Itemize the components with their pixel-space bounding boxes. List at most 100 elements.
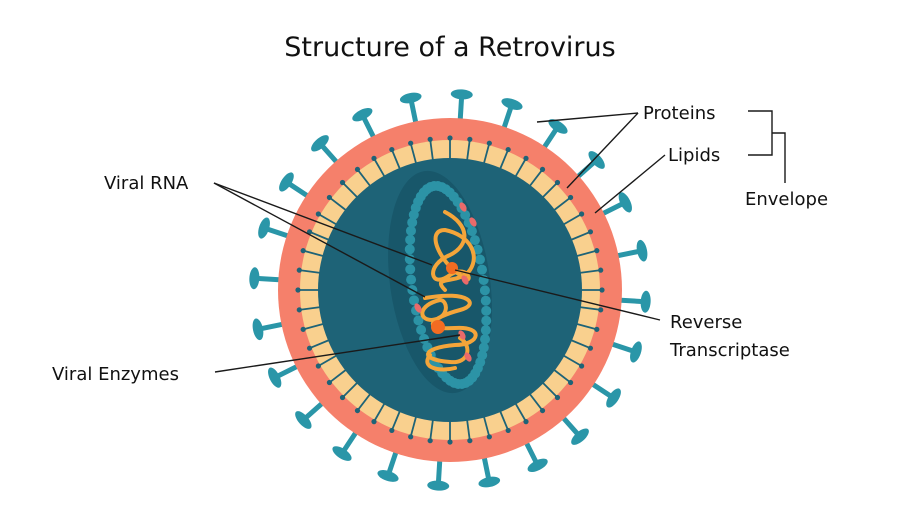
- lipid-stalk: [482, 142, 491, 165]
- lipid-stalk: [309, 338, 331, 349]
- lipid-stalk: [302, 322, 325, 331]
- spike-head: [427, 480, 450, 491]
- small-enzyme: [458, 330, 466, 340]
- lipid-stalks: [295, 135, 605, 445]
- lipid-head: [315, 211, 321, 217]
- lipid-head: [315, 363, 321, 369]
- spike-head: [279, 172, 294, 192]
- lipid-head: [587, 345, 594, 351]
- lipid-stalk: [317, 354, 338, 367]
- lipid-stalk: [299, 269, 322, 274]
- lipid-head: [447, 439, 453, 445]
- lipid-stalk: [578, 269, 601, 274]
- capsid-bead: [474, 254, 485, 265]
- lipid-head: [539, 166, 546, 173]
- lipid-stalk: [466, 418, 471, 441]
- lipid-stalk: [391, 149, 402, 171]
- lipid-head: [371, 419, 377, 425]
- lipid-stalk: [482, 415, 491, 438]
- lipid-stalk: [299, 306, 322, 311]
- small-enzyme: [464, 352, 472, 362]
- label-viral-rna: Viral RNA: [104, 173, 189, 194]
- spike-head: [630, 341, 642, 363]
- lipid-head: [579, 363, 585, 369]
- capsid-bead: [416, 324, 427, 335]
- lipid-head: [300, 248, 306, 254]
- spike-head: [295, 411, 312, 429]
- spike-head: [249, 267, 260, 290]
- virus-particle: [249, 89, 651, 491]
- lipid-head: [567, 379, 574, 386]
- capsid-bead: [404, 244, 415, 255]
- lipid-stalk: [302, 249, 325, 258]
- lipid-head: [339, 394, 346, 401]
- lipid-stalk: [409, 415, 418, 438]
- spike-head: [450, 89, 473, 100]
- capsid-bead: [480, 295, 491, 306]
- viral-enzyme: [431, 320, 445, 334]
- spike-head: [501, 98, 523, 110]
- lipid-stalk: [409, 142, 418, 165]
- spike-head: [588, 151, 605, 169]
- lipid-stalk: [541, 381, 559, 399]
- spike-head: [332, 446, 352, 461]
- small-enzyme: [459, 202, 467, 212]
- lipid-stalk: [578, 306, 601, 311]
- spike-head: [311, 135, 329, 152]
- spike-head: [478, 476, 501, 488]
- leader-lines: [213, 110, 786, 373]
- spike-head: [352, 108, 373, 122]
- lipid-stalk: [328, 196, 348, 212]
- lipid-head: [354, 407, 361, 414]
- reverse-transcriptase-leader: [454, 269, 661, 321]
- capsid-bead: [481, 305, 492, 316]
- lipid-head: [594, 248, 600, 254]
- label-transcriptase: Transcriptase: [669, 340, 790, 361]
- capsid-bead: [409, 295, 420, 306]
- lipid-stalk: [569, 338, 591, 349]
- lipid-head: [505, 146, 511, 153]
- lipid-head: [523, 419, 529, 425]
- capsid-bead: [405, 225, 416, 236]
- lipid-head: [447, 135, 453, 141]
- capsid-bead: [469, 235, 480, 246]
- lipid-head: [427, 136, 433, 142]
- spike-head: [606, 388, 621, 408]
- lipid-stalk: [575, 249, 598, 258]
- diagram-title: Structure of a Retrovirus: [284, 32, 615, 63]
- capsid-bead: [476, 264, 487, 275]
- lipid-head: [554, 179, 561, 186]
- capsid-bead: [481, 315, 492, 326]
- lipid-head: [505, 427, 511, 434]
- lipid-stalk: [429, 139, 434, 162]
- lipid-stalk: [341, 181, 359, 199]
- lipid-stalk: [562, 354, 583, 367]
- lipid-head: [587, 229, 594, 235]
- small-enzymes: [414, 202, 477, 362]
- lipid-stalk: [429, 418, 434, 441]
- small-enzyme: [469, 217, 477, 227]
- lipid-head: [326, 379, 333, 386]
- lipid-head: [599, 287, 605, 293]
- spike-head: [571, 428, 589, 445]
- envelope-bracket-stem: [772, 132, 786, 183]
- lipid-head: [306, 345, 313, 351]
- lipid-stalk: [528, 168, 544, 188]
- lipid-head: [389, 427, 395, 434]
- spike-head: [399, 92, 422, 104]
- lipid-head: [594, 326, 600, 332]
- lipid-head: [296, 307, 302, 313]
- lipid-stalk: [552, 368, 572, 384]
- lipid-head: [523, 155, 529, 161]
- capsid-bead: [413, 315, 424, 326]
- label-reverse: Reverse: [670, 312, 742, 333]
- spike-head: [377, 470, 399, 482]
- capsid-bead: [479, 285, 490, 296]
- label-envelope: Envelope: [745, 189, 828, 210]
- lipid-stalk: [328, 368, 348, 384]
- lipid-head: [389, 146, 395, 153]
- lipid-head: [467, 136, 473, 142]
- lipid-head: [554, 394, 561, 401]
- lipid-stalk: [528, 392, 544, 412]
- viral-rna-leader-2: [213, 182, 426, 298]
